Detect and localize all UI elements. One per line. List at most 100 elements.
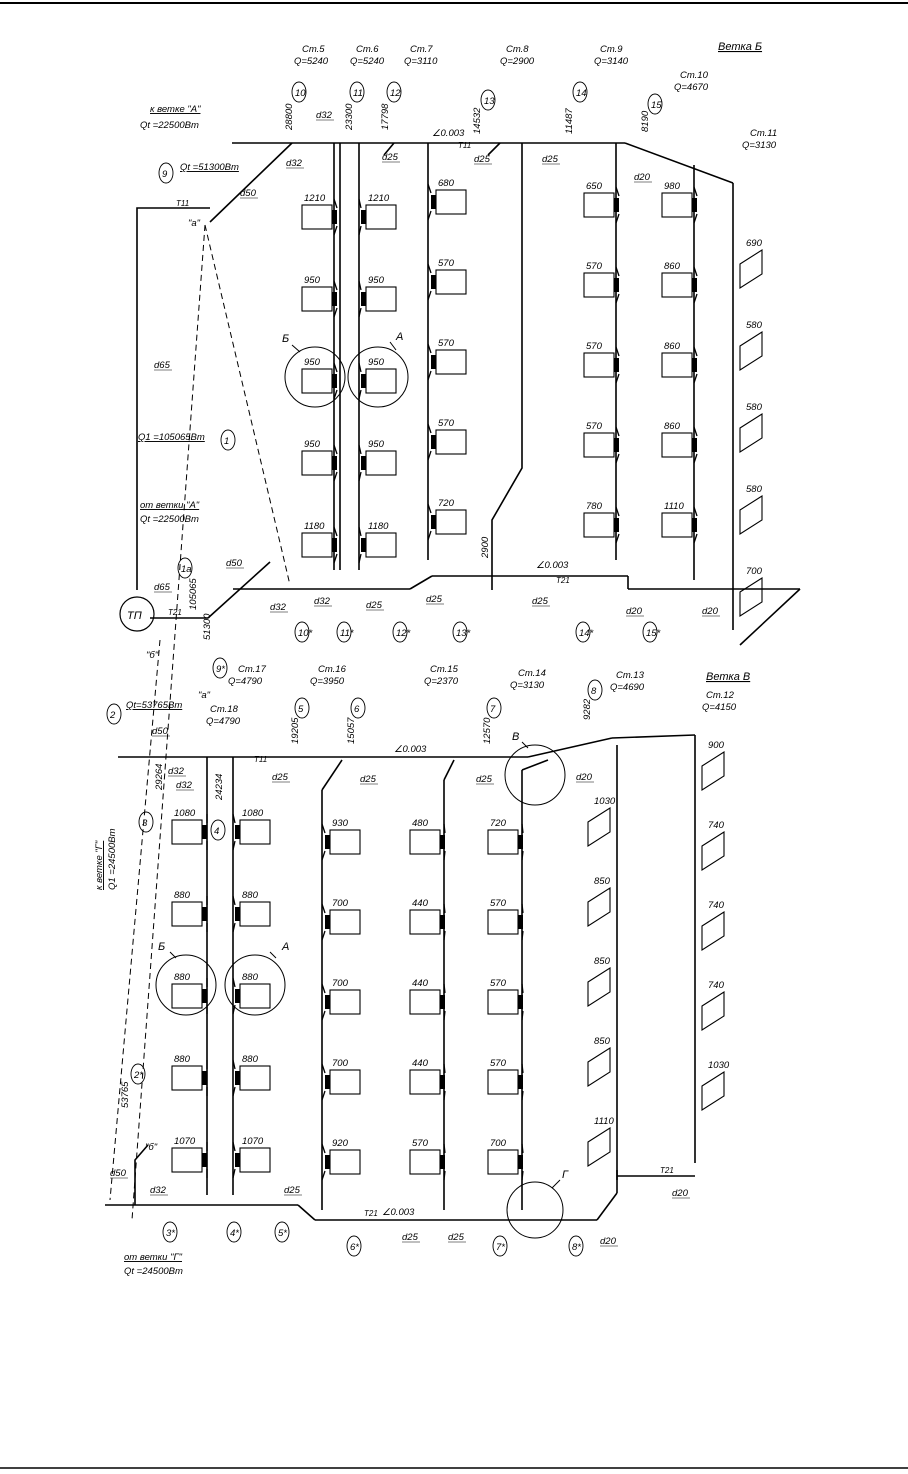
node-marker: 15* [642,621,661,643]
radiator: 1210 [301,193,338,236]
st18-name: Ст.18 [210,704,239,715]
node-marker: 3 [138,811,154,833]
radiator: 570 [487,898,524,941]
st16-name: Ст.16 [318,664,347,675]
radiator: 880 [171,890,208,932]
radiator-load: 740 [708,820,725,831]
pipe-diameter: d25 [426,594,443,605]
pipe-diameter: d32 [286,158,303,169]
top-pipes [136,142,801,646]
radiator: 650 [583,181,620,224]
node-number: 1а [181,564,192,575]
radiator: 1080 [171,808,208,850]
node-marker: 14* [575,621,594,643]
radiator: 740 [701,900,725,952]
callout-v: В [512,731,519,743]
node-marker: 10* [294,621,313,643]
st13-q: Q=4690 [610,682,645,693]
radiator-load: 880 [174,1054,191,1065]
radiator-load: 920 [332,1138,349,1149]
node-marker: 9 [158,162,174,184]
pipe-load: 9282 [582,698,593,720]
radiator-load: 570 [586,341,603,352]
node-number: 15* [646,628,661,639]
pipe-diameter: d25 [366,600,383,611]
pipe-diameter: d20 [626,606,643,617]
radiator: 570 [487,1058,524,1101]
pipe-load: 11487 [564,108,575,134]
node-marker: 14 [572,81,588,103]
pipe-diameter: d20 [576,772,593,783]
from-a-label: от ветки "А" [140,500,200,511]
node-marker: 10 [291,81,307,103]
callout-a-top: А [395,331,403,343]
radiator: 720 [487,818,524,861]
radiator-load: 1210 [304,193,326,204]
radiator: 880 [171,1054,208,1096]
branch-b-label: Ветка Б [718,41,762,53]
branch-v-label: Ветка В [706,671,750,683]
st7-q: Q=3110 [404,56,438,67]
radiator: 680 [427,178,467,221]
radiator-load: 1110 [594,1116,614,1127]
pipe-diameter: d20 [672,1188,689,1199]
pipe-diameter: d25 [272,772,289,783]
radiator-load: 570 [586,421,603,432]
radiator: 700 [739,566,763,618]
node-marker: 3* [162,1221,178,1243]
node-number: 13 [484,96,495,107]
node-number: 14* [579,628,594,639]
radiator-load: 1180 [304,521,325,532]
to-a-q: Qt =22500Вт [140,120,199,131]
pipe-load: 24234 [214,774,225,801]
pipe-load: 19205 [290,717,301,744]
pipe-diameter: d25 [284,1185,301,1196]
radiator: 570 [409,1138,446,1181]
radiator-load: 700 [332,978,349,989]
radiator-load: 580 [746,320,763,331]
radiator-load: 1180 [368,521,389,532]
node-number: 11 [353,88,363,99]
node-marker: 4* [226,1221,242,1243]
radiator-load: 720 [438,498,455,509]
radiator-load: 440 [412,1058,429,1069]
radiator-load: 980 [664,181,681,192]
pipe-diameter: d25 [474,154,491,165]
st6-name: Ст.6 [356,44,379,55]
node-number: 5* [278,1228,287,1239]
node-marker: 7* [492,1235,508,1257]
radiator: 1080 [232,808,271,851]
radiator-load: 570 [490,978,507,989]
pipe-load: 2900 [480,536,491,559]
node-number: 8* [572,1242,581,1253]
pipe-diameter: d32 [168,766,185,777]
pipe-diameter: d25 [542,154,559,165]
radiator: 690 [739,238,763,290]
pipe-diameter: d20 [634,172,651,183]
radiator: 580 [739,320,763,372]
radiator-load: 1210 [368,193,390,204]
radiator-load: 650 [586,181,603,192]
radiator-load: 880 [242,890,259,901]
q9-label: Qt =51300Вт [180,162,239,173]
radiator: 580 [739,484,763,536]
pipe-load: 53765 [120,1081,131,1108]
point-a-top: "а" [188,218,201,229]
pipe-load: 105065 [188,578,199,610]
st8-name: Ст.8 [506,44,529,55]
radiator-load: 700 [490,1138,507,1149]
st15-name: Ст.15 [430,664,459,675]
node-marker: 12* [392,621,411,643]
pipe-load: 51300 [202,613,213,640]
pipe-load: 8190 [640,110,651,132]
node-number: 9* [216,664,225,675]
node-number: 14 [576,88,587,99]
radiator: 440 [409,898,446,941]
radiator-load: 860 [664,421,681,432]
node-number: 6 [354,704,360,715]
radiator-load: 440 [412,898,429,909]
st9-name: Ст.9 [600,44,623,55]
st14-name: Ст.14 [518,668,546,679]
callout-b-bottom: Б [158,941,165,953]
radiator: 570 [487,978,524,1021]
